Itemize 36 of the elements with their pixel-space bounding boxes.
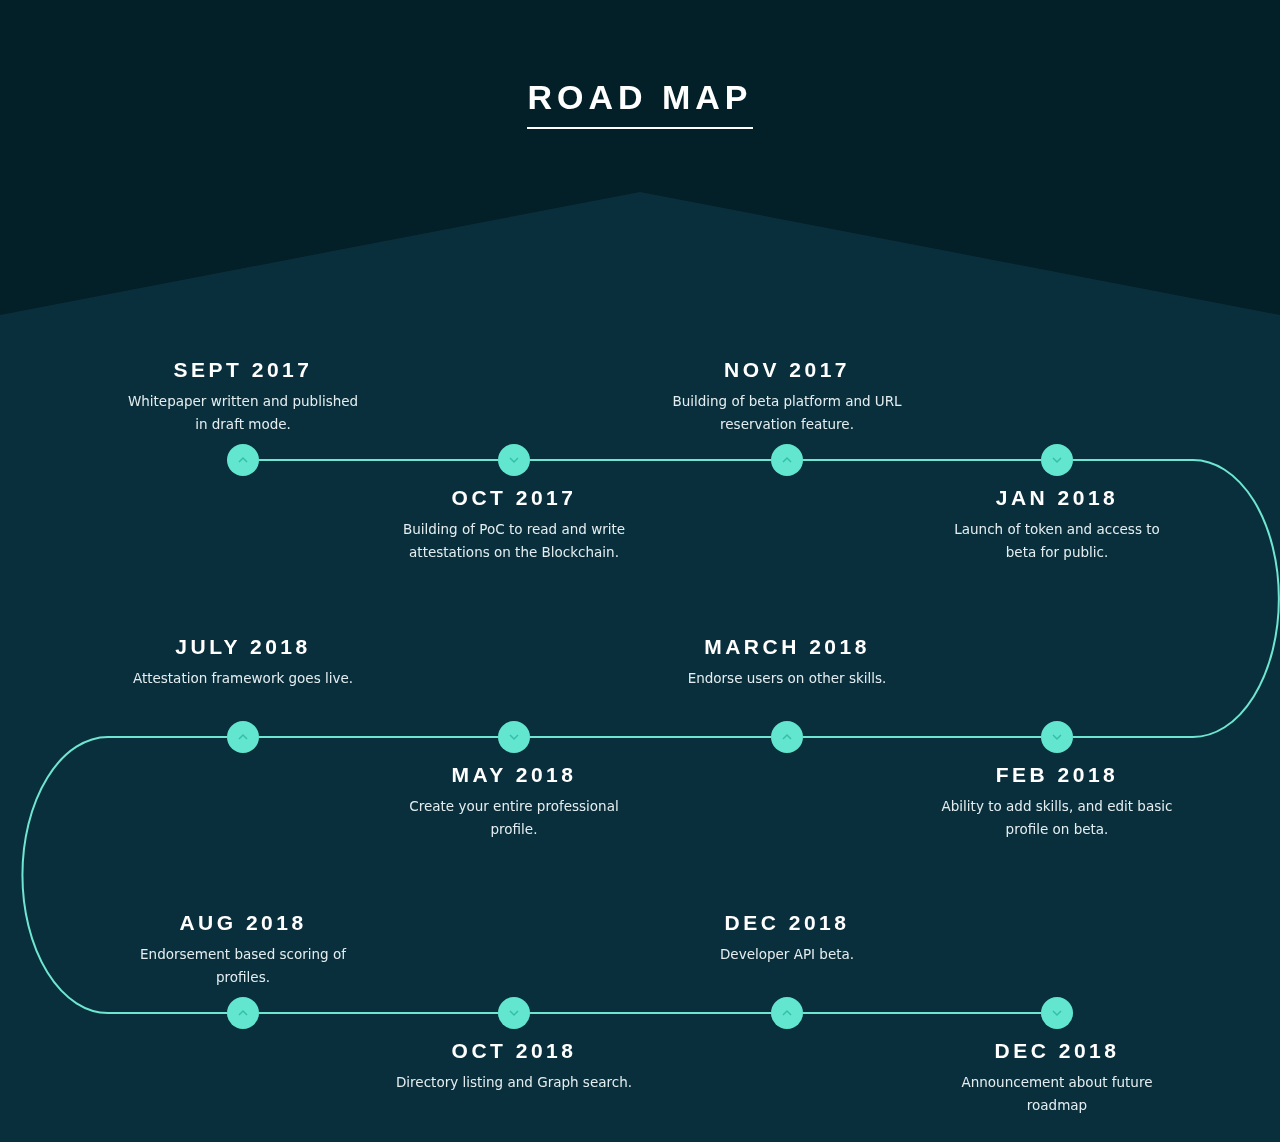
timeline-line [802,1012,1042,1014]
milestone-description: Endorsement based scoring of profiles. [139,945,348,987]
milestone-description: Ability to add skills, and edit basic profile on beta. [940,797,1174,839]
milestone-date: SEPT 2017 [173,358,313,382]
timeline-line [258,1012,499,1014]
timeline-line [1072,459,1280,738]
timeline-line [529,736,772,738]
timeline-line [258,736,499,738]
milestone-date: DEC 2018 [994,1039,1120,1063]
milestone-date: FEB 2018 [995,763,1119,787]
milestone-description: Building of beta platform and URL reservation feature. [671,392,903,434]
timeline-line [529,459,772,461]
milestone-date: AUG 2018 [179,911,307,935]
milestone-date: JAN 2018 [995,486,1119,510]
milestone-description: Attestation framework goes live. [131,669,355,688]
timeline-line [802,736,1042,738]
milestone-date: NOV 2017 [723,358,851,382]
timeline-line [21,736,228,1014]
timeline-line [529,1012,772,1014]
milestone-description: Developer API beta. [718,945,856,964]
milestone-date: JULY 2018 [175,635,311,659]
milestone-date: MARCH 2018 [704,635,870,659]
milestone-date: MAY 2018 [451,763,577,787]
timeline-line [258,459,499,461]
milestone-description: Create your entire professional profile. [408,797,620,839]
milestone-description: Launch of token and access to beta for public. [953,520,1161,562]
timeline-line [802,459,1042,461]
milestone-description: Announcement about future roadmap [960,1073,1154,1115]
title: ROAD MAP [527,78,753,129]
milestone-date: DEC 2018 [724,911,850,935]
milestone-date: OCT 2017 [451,486,577,510]
milestone-description: Whitepaper written and published in draft mode. [126,392,360,434]
milestone-description: Building of PoC to read and write attestations on the Blockchain. [401,520,627,562]
milestone-description: Endorse users on other skills. [686,669,888,688]
milestone-description: Directory listing and Graph search. [394,1073,633,1092]
milestone-date: OCT 2018 [451,1039,577,1063]
